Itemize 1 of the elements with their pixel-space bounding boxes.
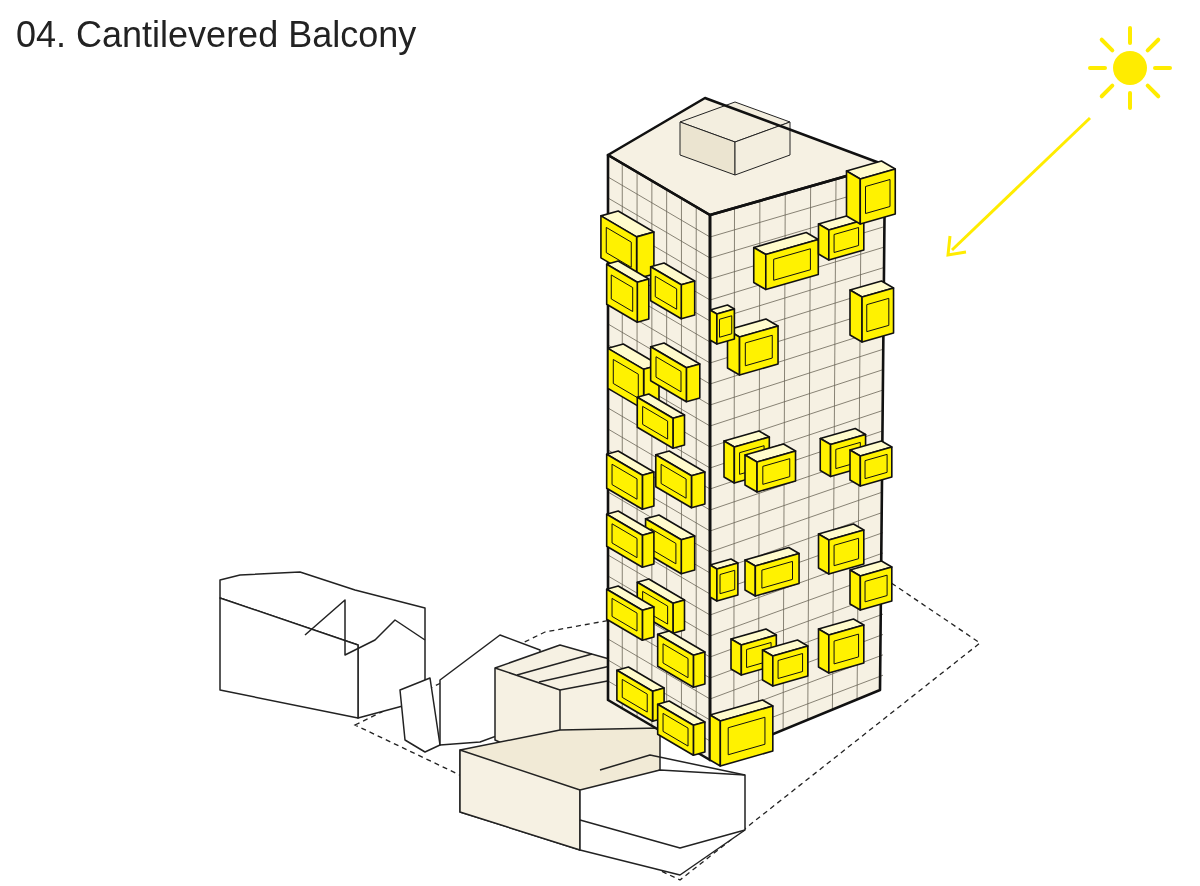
diagram-title: 04. Cantilevered Balcony [16, 14, 417, 56]
